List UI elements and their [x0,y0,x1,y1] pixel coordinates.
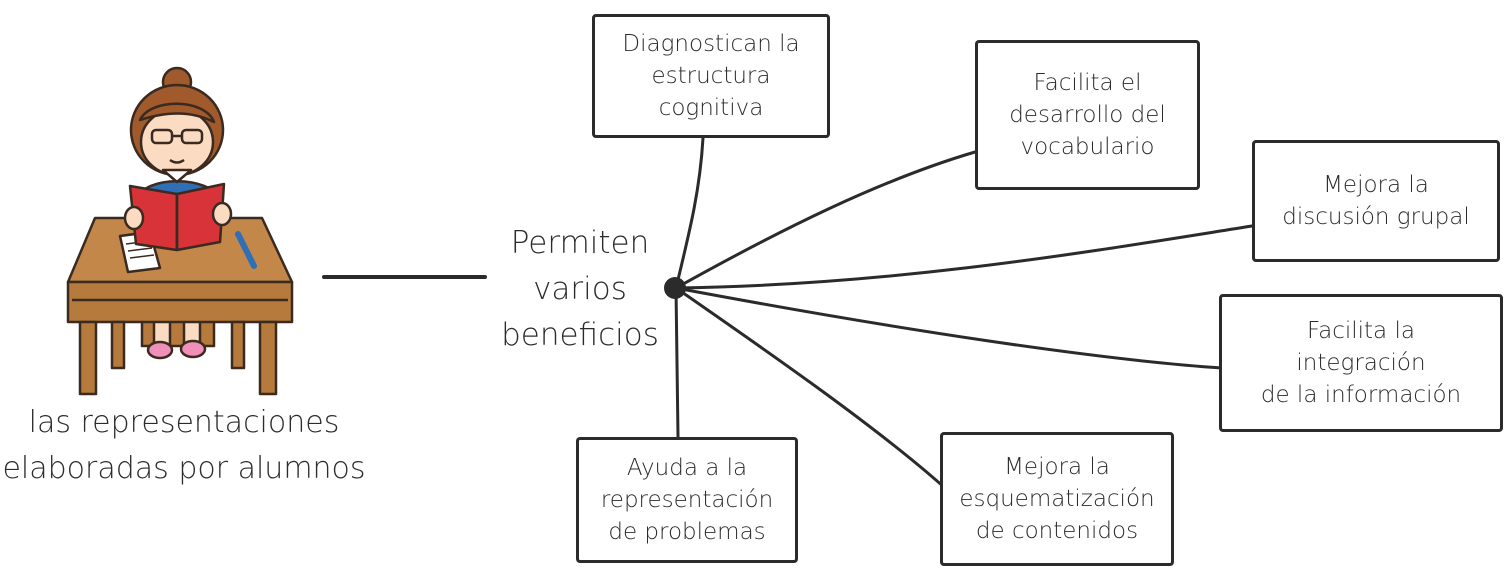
connector-problemas [674,286,680,439]
benefit-box-diagnostican: Diagnostican la estructura cognitiva [592,14,830,138]
connector-vocabulario [674,150,977,290]
student-reading-illustration [66,66,294,396]
benefit-box-discusion: Mejora la discusión grupal [1252,140,1500,262]
connector-discusion [674,224,1254,290]
benefit-box-integracion: Facilita la integración de la informació… [1219,294,1503,432]
hub-node [664,277,686,299]
subject-label: las representaciones elaboradas por alum… [2,405,366,486]
benefit-box-esquematizacion: Mejora la esquematización de contenidos [940,432,1174,566]
benefit-box-problemas: Ayuda a la representación de problemas [576,437,798,563]
connector-integracion [674,286,1224,370]
benefit-box-vocabulario: Facilita el desarrollo del vocabulario [975,40,1200,190]
connector-diagnostican [674,136,705,290]
center-label: Permiten varios beneficios [501,225,659,353]
connector-esquematizacion [674,286,947,490]
